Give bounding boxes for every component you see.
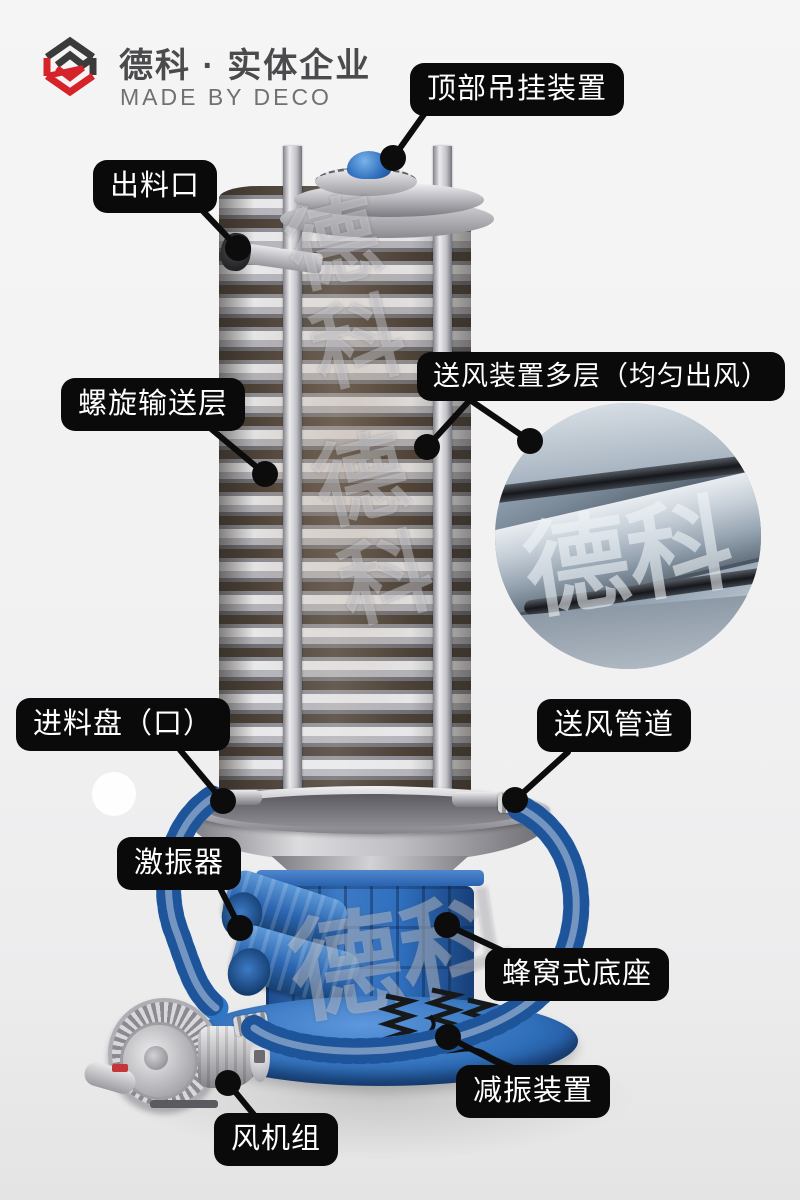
label-outlet: 出料口 xyxy=(93,160,218,213)
fan-brand-sticker xyxy=(112,1064,128,1072)
brand-title: 德科 · 实体企业 xyxy=(119,47,372,85)
tower-post-right xyxy=(433,146,452,806)
discharge-spout-tube xyxy=(245,243,324,275)
label-damper: 减振装置 xyxy=(456,1065,611,1118)
label-air-layers: 送风装置多层（均匀出风） xyxy=(417,352,785,401)
label-feed-tray: 进料盘（口） xyxy=(16,698,231,751)
fan-motor-endcap-plate xyxy=(254,1050,265,1063)
brand-header: 德科 · 实体企业 MADE BY DECO xyxy=(33,30,393,110)
top-hanger-dome xyxy=(347,151,391,179)
spiral-tower xyxy=(219,186,471,806)
discharge-spout-mouth xyxy=(218,231,254,273)
label-top-hanger: 顶部吊挂装置 xyxy=(410,63,625,116)
label-air-duct: 送风管道 xyxy=(537,699,692,752)
air-duct-detail-inset: 德科 xyxy=(495,403,761,669)
fan-hub xyxy=(144,1046,168,1070)
fan-foot xyxy=(150,1100,218,1108)
decor-white-dot xyxy=(92,772,136,816)
label-honeycomb-base: 蜂窝式底座 xyxy=(485,948,670,1001)
hose-coupling-right xyxy=(498,793,522,813)
air-pipe-left xyxy=(206,790,262,805)
air-pipe-right xyxy=(452,792,502,807)
watermark-inset: 德科 xyxy=(516,485,741,633)
brand-subtitle: MADE BY DECO xyxy=(120,84,332,110)
label-spiral-layer: 螺旋输送层 xyxy=(61,378,246,431)
tower-post-left xyxy=(283,146,302,806)
deco-logo-icon xyxy=(43,36,97,97)
label-exciter: 激振器 xyxy=(117,837,242,890)
label-fan-unit: 风机组 xyxy=(214,1113,339,1166)
